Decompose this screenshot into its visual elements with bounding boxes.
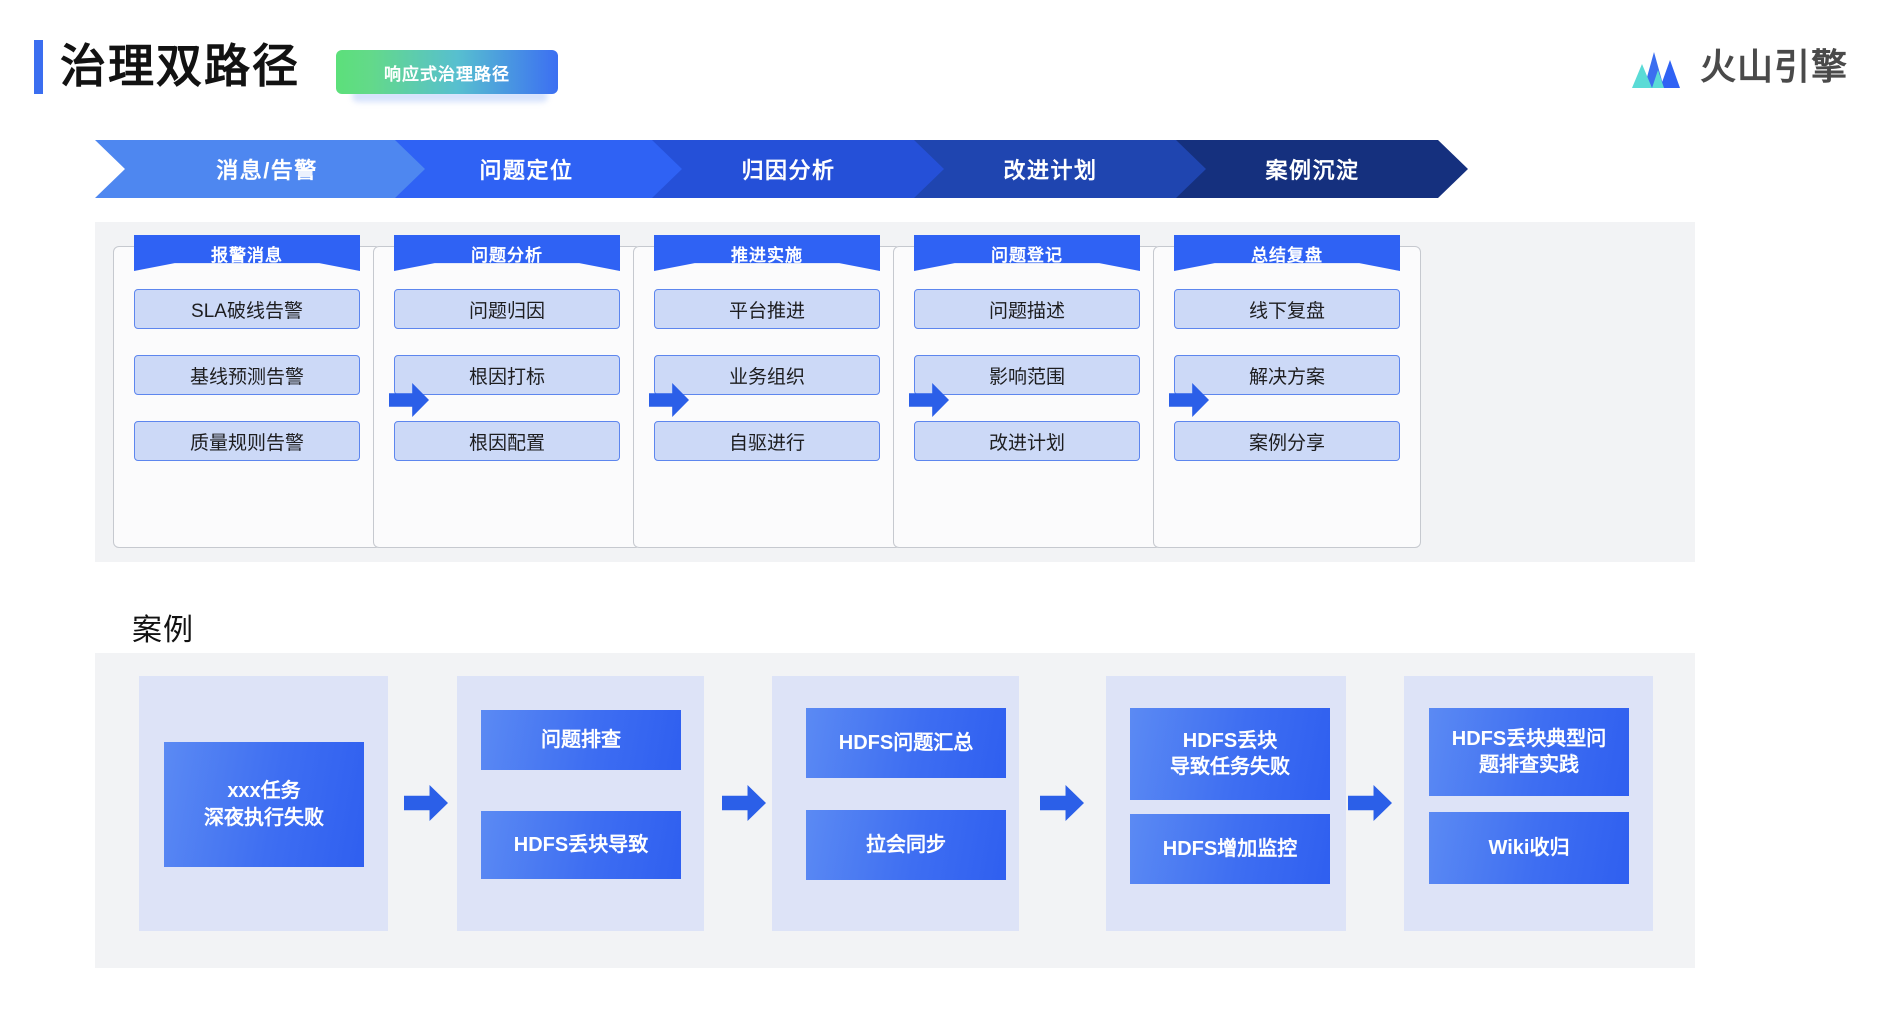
flow-arrow-icon (389, 383, 429, 417)
case-box-label: 问题排查 (541, 728, 621, 751)
card-title-label: 推进实施 (731, 245, 803, 265)
case-box-label: 拉会同步 (866, 833, 946, 856)
card-item[interactable]: 案例分享 (1174, 421, 1400, 461)
case-box-label: HDFS增加监控 (1162, 837, 1298, 860)
stage-chevron-row: 消息/告警 问题定位 归因分析 改进计划 案例沉淀 (95, 140, 1695, 198)
card-item[interactable]: 解决方案 (1174, 355, 1400, 395)
card-item[interactable]: 根因打标 (394, 355, 620, 395)
card-item[interactable]: 改进计划 (914, 421, 1140, 461)
case-column-3: HDFS问题汇总拉会同步 (772, 676, 1019, 931)
case-flow-arrow-icon (722, 785, 766, 821)
stage-chevron-4[interactable]: 改进计划 (881, 140, 1206, 198)
case-box[interactable]: Wiki收归 (1429, 812, 1629, 884)
case-flow-arrow-icon (1348, 785, 1392, 821)
process-card-4[interactable]: 问题登记问题描述影响范围改进计划 (893, 235, 1161, 548)
case-box-label: HDFS丢块典型问 题排查实践 (1451, 727, 1607, 776)
card-title-label: 总结复盘 (1251, 245, 1323, 265)
arrow-shape (404, 785, 448, 821)
card-item-list: 平台推进业务组织自驱进行 (654, 289, 880, 461)
card-item[interactable]: 问题归因 (394, 289, 620, 329)
card-title-label: 问题登记 (991, 245, 1063, 265)
case-box[interactable]: HDFS问题汇总 (806, 708, 1006, 778)
flow-arrow-icon (649, 383, 689, 417)
arrow-shape (389, 383, 429, 417)
card-title-ribbon: 问题登记 (914, 235, 1140, 271)
arrow-shape (649, 383, 689, 417)
case-flow-arrow-icon (1040, 785, 1084, 821)
case-section-heading: 案例 (132, 614, 194, 647)
case-column-2: 问题排查 HDFS丢块导致 (457, 676, 704, 931)
card-item[interactable]: 问题描述 (914, 289, 1140, 329)
brand-name: 火山引擎 (1699, 46, 1848, 87)
case-box-label: Wiki收归 (1488, 836, 1570, 859)
card-item[interactable]: 根因配置 (394, 421, 620, 461)
card-title-label: 报警消息 (211, 245, 283, 265)
card-item[interactable]: 业务组织 (654, 355, 880, 395)
title-accent-bar (34, 40, 43, 94)
brand-logo: 火山引擎 (1630, 38, 1848, 90)
stage-chevron-label: 改进计划 (1003, 158, 1098, 183)
case-box-label: HDFS丢块导致 (513, 833, 649, 856)
arrow-shape (1169, 383, 1209, 417)
arrow-shape (909, 383, 949, 417)
case-box[interactable]: HDFS丢块 导致任务失败 (1130, 708, 1330, 800)
card-title-ribbon: 问题分析 (394, 235, 620, 271)
card-item[interactable]: SLA破线告警 (134, 289, 360, 329)
card-item-list: 线下复盘解决方案案例分享 (1174, 289, 1400, 461)
stage-chevron-label: 案例沉淀 (1265, 158, 1360, 183)
case-box-label: HDFS问题汇总 (838, 731, 974, 754)
card-item[interactable]: 影响范围 (914, 355, 1140, 395)
card-item[interactable]: 基线预测告警 (134, 355, 360, 395)
card-title-label: 问题分析 (471, 245, 543, 265)
stage-chevron-label: 问题定位 (479, 158, 574, 183)
case-box-label: HDFS丢块 导致任务失败 (1170, 729, 1290, 778)
card-item[interactable]: 自驱进行 (654, 421, 880, 461)
process-card-5[interactable]: 总结复盘线下复盘解决方案案例分享 (1153, 235, 1421, 548)
card-item-list: SLA破线告警基线预测告警质量规则告警 (134, 289, 360, 461)
arrow-shape (722, 785, 766, 821)
case-column-4: HDFS丢块 导致任务失败 HDFS增加监控 (1106, 676, 1346, 931)
status-badge: 响应式治理路径 (336, 50, 558, 94)
process-card-1[interactable]: 报警消息 SLA破线告警基线预测告警质量规则告警 (113, 235, 381, 548)
case-column-5: HDFS丢块典型问 题排查实践 Wiki收归 (1404, 676, 1653, 931)
stage-chevron-label: 消息/告警 (216, 158, 318, 183)
card-title-ribbon: 总结复盘 (1174, 235, 1400, 271)
case-flow-arrow-icon (404, 785, 448, 821)
arrow-shape (1348, 785, 1392, 821)
flow-arrow-icon (1169, 383, 1209, 417)
case-box[interactable]: HDFS丢块典型问 题排查实践 (1429, 708, 1629, 796)
case-box[interactable]: xxx任务 深夜执行失败 (164, 742, 364, 867)
card-title-ribbon: 报警消息 (134, 235, 360, 271)
card-item-list: 问题归因根因打标根因配置 (394, 289, 620, 461)
case-column-1: xxx任务 深夜执行失败 (139, 676, 388, 931)
case-box[interactable]: HDFS丢块导致 (481, 811, 681, 879)
slide-header: 治理双路径 响应式治理路径 火山引擎 (0, 0, 1884, 118)
volcano-mountain-icon (1630, 40, 1686, 88)
arrow-shape (1040, 785, 1084, 821)
card-item[interactable]: 质量规则告警 (134, 421, 360, 461)
stage-chevron-label: 归因分析 (741, 158, 836, 183)
card-title-ribbon: 推进实施 (654, 235, 880, 271)
page-title: 治理双路径 (60, 40, 300, 92)
case-box-label: xxx任务 深夜执行失败 (204, 780, 324, 829)
card-item[interactable]: 线下复盘 (1174, 289, 1400, 329)
card-item-list: 问题描述影响范围改进计划 (914, 289, 1140, 461)
case-box[interactable]: 问题排查 (481, 710, 681, 770)
case-box[interactable]: 拉会同步 (806, 810, 1006, 880)
card-item[interactable]: 平台推进 (654, 289, 880, 329)
stage-chevron-1[interactable]: 消息/告警 (95, 140, 425, 198)
case-box[interactable]: HDFS增加监控 (1130, 814, 1330, 884)
flow-arrow-icon (909, 383, 949, 417)
